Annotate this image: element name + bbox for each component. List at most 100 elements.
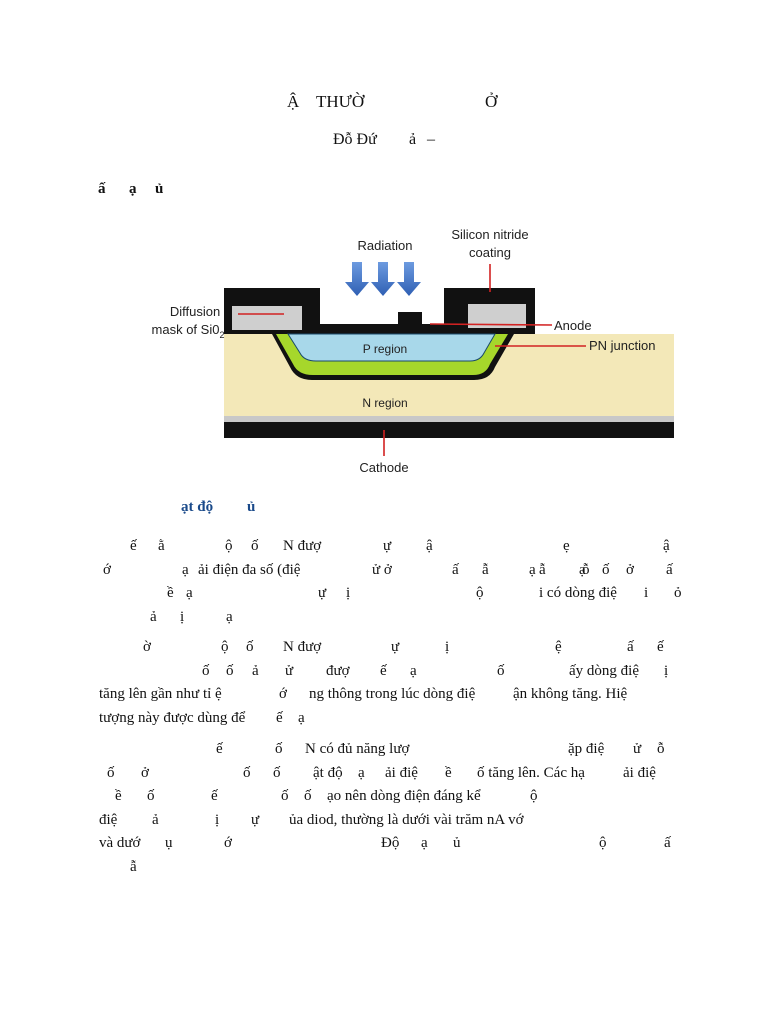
p3-text-fragment: ủ <box>453 835 461 851</box>
p1-text-fragment: ự <box>318 585 327 601</box>
p1-text-fragment: ị <box>346 585 351 601</box>
p1-text-fragment: ế <box>130 538 137 554</box>
p-region-label: P region <box>363 342 407 356</box>
p3-text-fragment: Độ <box>381 835 400 851</box>
p2-text-fragment: tăng lên gần như tỉ ệ <box>99 686 222 702</box>
p1-text-fragment: ạ <box>579 561 586 578</box>
p2-text-fragment: đượ <box>326 662 350 679</box>
p3-text-fragment: ố <box>273 764 281 781</box>
p1-text-fragment: ạ <box>226 608 233 625</box>
p1-text-fragment: ẫ <box>539 561 546 578</box>
p1-text-fragment: ậ <box>663 538 670 554</box>
p3-text-fragment: ị <box>215 811 220 828</box>
pn-junction-label: PN junction <box>589 338 655 353</box>
p2-text-fragment: ả <box>252 662 259 679</box>
p3-text-fragment: ỗ <box>657 741 665 757</box>
p3-text-fragment: ả <box>152 811 159 828</box>
p1-text-fragment: ằ <box>158 538 165 554</box>
p2-text-fragment: ố <box>202 662 210 679</box>
p2-text-fragment: ế <box>276 709 283 726</box>
p3-text-fragment: ạ <box>358 764 365 781</box>
p2-text-fragment: ử <box>285 662 294 679</box>
p3-text-fragment: ải điệ <box>623 764 656 781</box>
back-contact-strip <box>224 416 674 422</box>
section-heading-1-fragment: ủ <box>155 181 164 197</box>
p1-text-fragment: ố <box>251 538 259 554</box>
p1-text-fragment: ở <box>626 561 634 578</box>
p3-text-fragment: ủa diod, thường là dưới vài trăm nA vớ <box>289 811 524 828</box>
p3-text-fragment: ớ <box>224 835 232 851</box>
p2-text-fragment: ạ <box>410 662 417 679</box>
p2-text-fragment: ớ <box>279 686 287 702</box>
title-fragment-3: Ở <box>485 92 498 111</box>
p3-text-fragment: ố <box>281 788 289 804</box>
anode-pointer <box>429 323 553 326</box>
radiation-arrows <box>345 262 421 296</box>
p1-text-fragment: i có dòng điệ <box>539 585 617 601</box>
p3-text-fragment: điệ <box>99 811 118 828</box>
p1-text-fragment: ộ <box>225 538 233 554</box>
p2-text-fragment: ế <box>380 662 387 679</box>
p3-text-fragment: ụ <box>165 835 173 851</box>
n-region-label: N region <box>362 396 407 410</box>
p2-text-fragment: tượng này được dùng để <box>99 709 246 726</box>
p2-text-fragment: ờ <box>143 639 151 655</box>
p3-text-fragment: ế <box>216 741 223 757</box>
p2-text-fragment: ấ <box>627 639 634 655</box>
p2-text-fragment: ố <box>226 662 234 679</box>
p1-text-fragment: N đượ <box>283 538 322 554</box>
p1-text-fragment: ề <box>167 585 174 601</box>
p3-text-fragment: ộ <box>530 788 538 804</box>
arrow-icon <box>371 262 395 296</box>
anode-label: Anode <box>554 318 592 333</box>
p3-text-fragment: ẫ <box>130 858 137 875</box>
p2-text-fragment: ận không tăng. Hiệ <box>513 686 628 702</box>
p3-text-fragment: ộ <box>599 835 607 851</box>
p2-text-fragment: ị <box>664 662 669 679</box>
p3-text-fragment: ở <box>141 764 149 781</box>
author-fragment-3: – <box>427 131 435 148</box>
p3-text-fragment: ố <box>275 741 283 757</box>
p3-text-fragment: ế <box>211 788 218 804</box>
p3-text-fragment: ố <box>147 788 155 804</box>
p2-text-fragment: ấy dòng điệ <box>569 662 639 679</box>
p1-text-fragment: ỏ <box>674 585 682 601</box>
p3-text-fragment: ố <box>243 764 251 781</box>
p3-text-fragment: ải điệ <box>385 764 418 781</box>
p1-text-fragment: ấ <box>666 561 673 578</box>
p1-text-fragment: ạ <box>182 561 189 578</box>
p3-text-fragment: ề <box>115 788 122 804</box>
title-fragment-1: Ậ <box>287 92 300 111</box>
p3-text-fragment: ật độ <box>313 764 343 781</box>
p2-text-fragment: ạ <box>298 709 305 726</box>
section-heading-2-fragment: ạt độ <box>181 499 214 515</box>
section-heading-1-fragment: ấ <box>98 181 106 197</box>
p1-text-fragment: ấ <box>452 561 459 578</box>
p1-text-fragment: ử ở <box>372 561 392 578</box>
radiation-label: Radiation <box>358 238 413 253</box>
photodiode-diagram: Radiation Silicon nitride coating P regi… <box>152 227 674 475</box>
p3-text-fragment: ố tăng lên. Các hạ <box>477 764 585 781</box>
title-fragment-2: THƯỜ <box>316 92 365 111</box>
p2-text-fragment: ế <box>657 639 664 655</box>
p1-text-fragment: ẹ <box>563 538 570 554</box>
oxide-mask-left <box>232 306 302 330</box>
p1-text-fragment: ạ <box>186 585 193 601</box>
arrow-icon <box>345 262 369 296</box>
annotation-lines <box>238 264 586 456</box>
p3-text-fragment: ạ <box>421 835 428 851</box>
p1-text-fragment: ạ <box>529 561 536 578</box>
p1-text-fragment: i <box>644 585 649 601</box>
section-heading-2-fragment: ủ <box>247 499 256 515</box>
p1-text-fragment: ố <box>602 561 610 578</box>
author-fragment-1: Đỗ Đứ <box>333 131 377 148</box>
diffusion-mask-label-line1: Diffusion <box>170 304 220 319</box>
p3-text-fragment: ề <box>445 764 452 781</box>
arrow-icon <box>397 262 421 296</box>
p3-text-fragment: N có đủ năng lượ <box>305 741 410 757</box>
p1-text-fragment: ộ <box>476 585 484 601</box>
p3-text-fragment: ử <box>633 741 642 757</box>
p2-text-fragment: ố <box>497 662 505 679</box>
p2-text-fragment: ộ <box>221 639 229 655</box>
p3-text-fragment: ự <box>251 811 260 828</box>
